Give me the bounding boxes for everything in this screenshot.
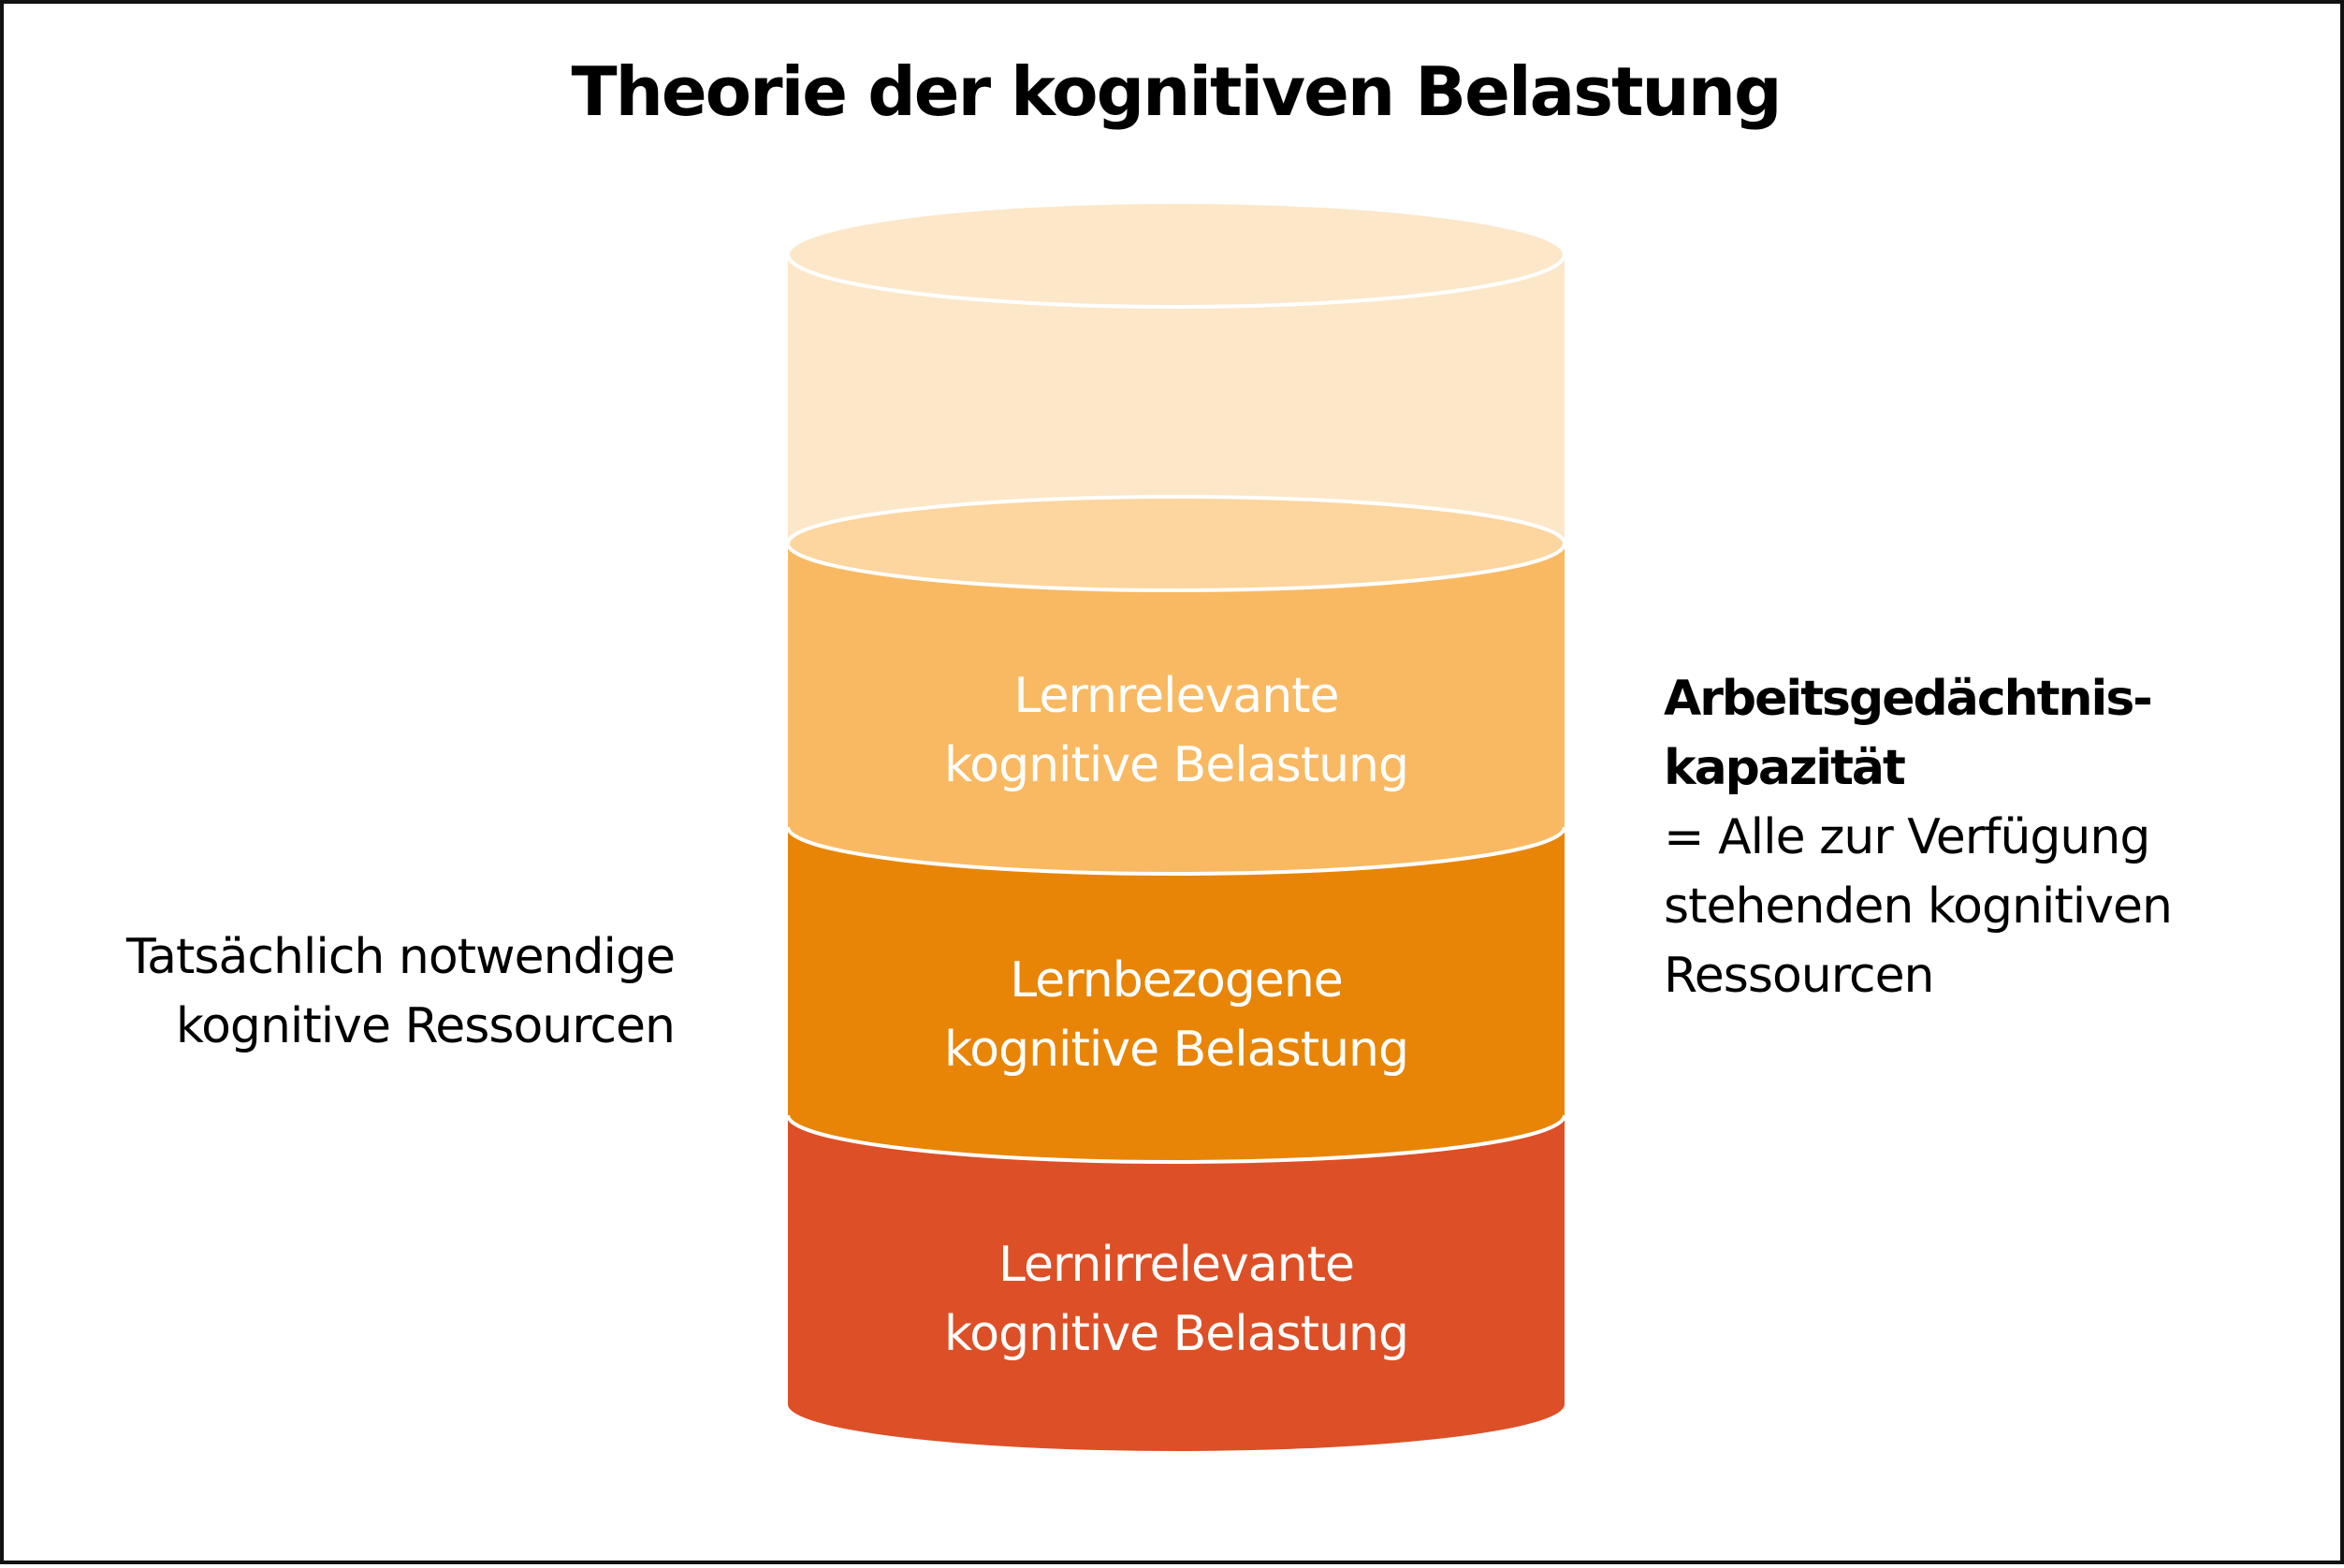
layer-related-line1: Lernbezogene [1010, 952, 1344, 1009]
cognitive-load-cylinder [786, 200, 1566, 1451]
required-resources-line2: kognitive Ressourcen [175, 998, 676, 1054]
capacity-description-line2: stehenden kognitiven [1664, 878, 2173, 935]
layer-irrelevant-line2: kognitive Belastung [944, 1306, 1409, 1362]
layer-related-line2: kognitive Belastung [944, 1022, 1409, 1078]
layer-relevant-line1: Lernrelevante [1013, 668, 1339, 724]
capacity-heading-line2: kapazität [1664, 740, 1906, 796]
fill-level-surface [786, 495, 1566, 592]
layer-relevant-label: Lernrelevante kognitive Belastung [788, 661, 1565, 800]
layer-boundary [786, 826, 1566, 876]
required-resources-line1: Tatsächlich notwendige [126, 929, 676, 985]
cylinder-top-opening [786, 200, 1566, 309]
diagram-title: Theorie der kognitiven Belastung [571, 52, 1782, 131]
layer-irrelevant-line1: Lernirrelevante [997, 1237, 1355, 1293]
layer-irrelevant-segment [788, 1115, 1565, 1451]
layer-irrelevant-label: Lernirrelevante kognitive Belastung [788, 1230, 1565, 1369]
capacity-description-line3: Ressourcen [1664, 948, 1935, 1004]
required-resources-label: Tatsächlich notwendige kognitive Ressour… [0, 922, 676, 1061]
layer-related-segment [788, 827, 1565, 1162]
working-memory-capacity-label: Arbeitsgedächtnis- kapazität = Alle zur … [1664, 664, 2319, 1010]
layer-boundary [786, 1114, 1566, 1164]
capacity-description-line1: = Alle zur Verfügung [1664, 809, 2150, 865]
layer-relevant-line2: kognitive Belastung [944, 737, 1409, 793]
layer-related-label: Lernbezogene kognitive Belastung [788, 946, 1565, 1084]
capacity-heading-line1: Arbeitsgedächtnis- [1664, 671, 2153, 727]
layer-relevant-segment [788, 544, 1565, 874]
